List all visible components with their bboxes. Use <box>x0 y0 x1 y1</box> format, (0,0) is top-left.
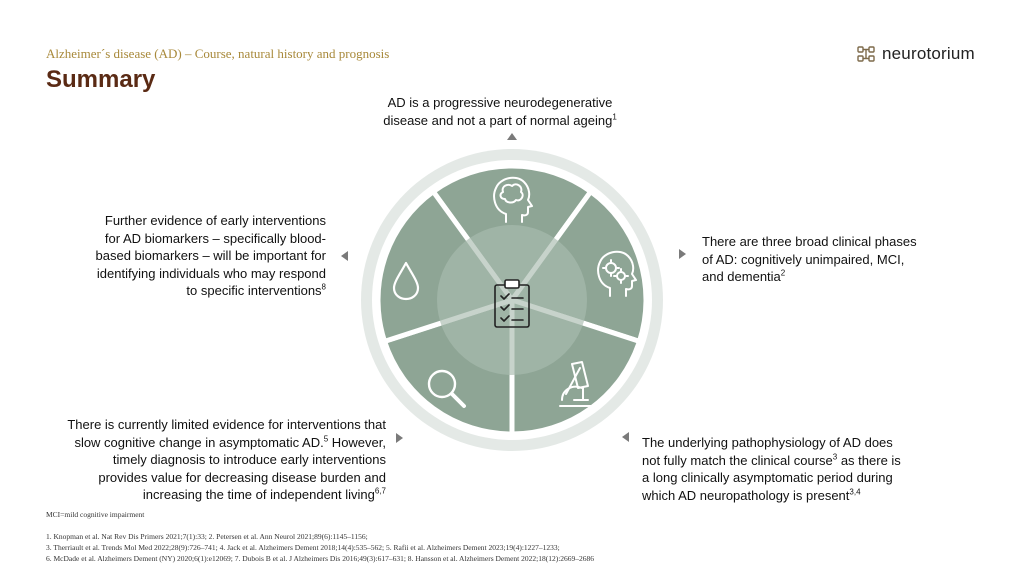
note-bl-line: There is currently limited evidence for … <box>67 417 386 432</box>
note-br-line: a long clinically asymptomatic period du… <box>642 470 893 485</box>
drop-icon <box>392 261 420 301</box>
pointer-left <box>341 251 348 261</box>
note-br-line: not fully match the clinical course3 as … <box>642 452 901 468</box>
footnote-marker: 8 <box>321 282 326 292</box>
note-left-line: based biomarkers – will be important for <box>95 248 327 263</box>
clipboard-checklist-icon <box>494 279 530 328</box>
note-bl-line: slow cognitive change in asymptomatic AD… <box>74 434 386 450</box>
note-bl-line: increasing the time of independent livin… <box>142 486 386 502</box>
pointer-bottom-left <box>396 433 403 443</box>
note-left-line: identifying individuals who may respond <box>96 265 326 281</box>
footnote-marker: 3,4 <box>849 487 861 497</box>
footnote-marker: 6,7 <box>374 486 386 496</box>
slide-subtitle: Alzheimer´s disease (AD) – Course, natur… <box>46 46 390 61</box>
note-right-line: of AD: cognitively unimpaired, MCI, <box>702 251 905 267</box>
note-top-line: disease and not a part of normal ageing1 <box>383 112 617 128</box>
pointer-top <box>507 133 517 140</box>
note-right-line: There are three broad clinical phases <box>702 234 917 249</box>
footnote-marker: 5 <box>323 434 329 444</box>
reference-line: 3. Therriault et al. Trends Mol Med 2022… <box>46 543 560 552</box>
magnifier-icon <box>427 369 466 408</box>
references: 1. Knopman et al. Nat Rev Dis Primers 20… <box>46 531 594 564</box>
pointer-bottom-right <box>622 432 629 442</box>
note-bottom-right: The underlying pathophysiology of AD doe… <box>642 434 932 504</box>
note-bottom-left: There is currently limited evidence for … <box>28 416 386 504</box>
reference-line: 6. McDade et al. Alzheimers Dement (NY) … <box>46 554 595 563</box>
note-top: AD is a progressive neurodegenerative di… <box>355 94 645 129</box>
note-bl-line: timely diagnosis to introduce early inte… <box>112 452 386 467</box>
note-right-line: and dementia2 <box>702 268 786 284</box>
footnote-marker: 3 <box>832 452 838 462</box>
footnote-marker: 1 <box>612 112 617 122</box>
reference-line: 1. Knopman et al. Nat Rev Dis Primers 20… <box>46 532 368 541</box>
neurotorium-logo: neurotorium <box>856 44 975 64</box>
logo-text: neurotorium <box>882 44 975 63</box>
center-circle <box>437 225 587 375</box>
microscope-icon <box>559 361 593 407</box>
note-br-line: which AD neuropathology is present3,4 <box>642 487 861 503</box>
brain-head-icon <box>493 176 533 223</box>
note-bl-line: provides value for decreasing disease bu… <box>98 469 386 485</box>
note-left-line: Further evidence of early interventions <box>104 213 326 228</box>
slide-title: Summary <box>46 66 156 93</box>
note-left: Further evidence of early interventions … <box>64 212 327 300</box>
note-br-line: The underlying pathophysiology of AD doe… <box>642 435 893 450</box>
note-right: There are three broad clinical phases of… <box>702 233 952 286</box>
note-top-line: AD is a progressive neurodegenerative <box>387 95 613 110</box>
neurotorium-logo-icon <box>857 46 875 62</box>
footnote-marker: 2 <box>780 268 786 278</box>
note-left-line: to specific interventions8 <box>186 282 326 298</box>
gears-head-icon <box>597 250 637 297</box>
pointer-right <box>679 249 686 259</box>
note-left-line: for AD biomarkers – specifically blood- <box>104 230 326 246</box>
abbreviation-note: MCI=mild cognitive impairment <box>46 510 145 519</box>
